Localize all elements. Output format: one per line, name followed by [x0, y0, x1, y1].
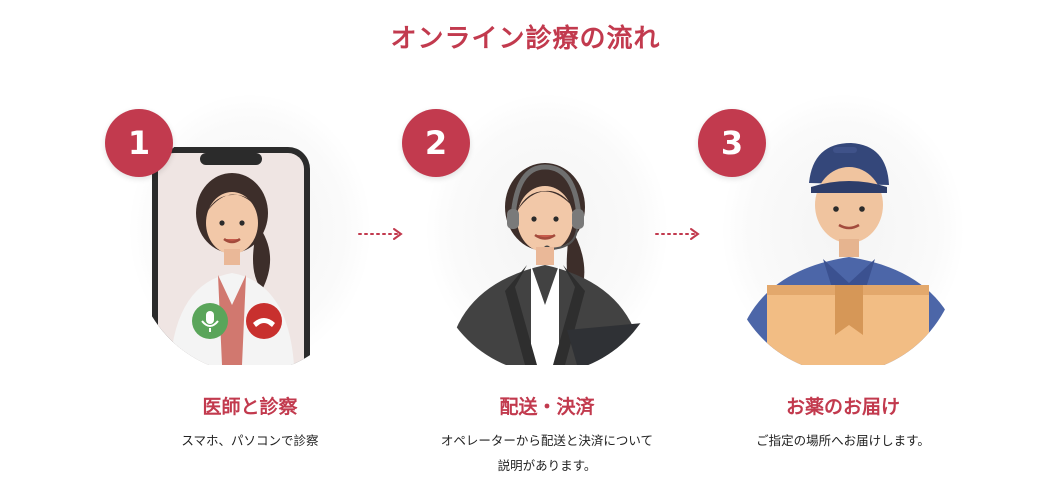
delivery-person-illustration [733, 143, 961, 365]
step-description: スマホ、パソコンで診察 [181, 433, 319, 448]
step-3: 3 お薬のお届け ご指定の場所へお届けします。 [678, 95, 978, 475]
hang-up-icon [253, 318, 275, 327]
step-number-badge: 1 [105, 109, 173, 177]
step-2: 2 配送・決済 オペレーターから配送と決済について 説明があります。 [382, 95, 682, 475]
step-description: オペレーターから配送と決済について 説明があります。 [440, 433, 654, 473]
dotted-arrow-icon [655, 228, 700, 240]
step-title: 医師と診察 [202, 396, 298, 418]
step-description: ご指定の場所へお届けします。 [756, 433, 930, 448]
page-title: オンライン診療の流れ [390, 24, 661, 54]
step-title: お薬のお届け [785, 396, 900, 418]
step-1: 1 医師と診察 スマホ、パソコンで診察 [85, 95, 385, 475]
microphone-icon [201, 311, 219, 332]
dotted-arrow-icon [358, 228, 403, 240]
step-number-badge: 3 [698, 109, 766, 177]
step-number-badge: 2 [402, 109, 470, 177]
operator-illustration [447, 163, 657, 365]
step-title: 配送・決済 [499, 396, 595, 418]
doctor-video-call-illustration [152, 147, 310, 365]
